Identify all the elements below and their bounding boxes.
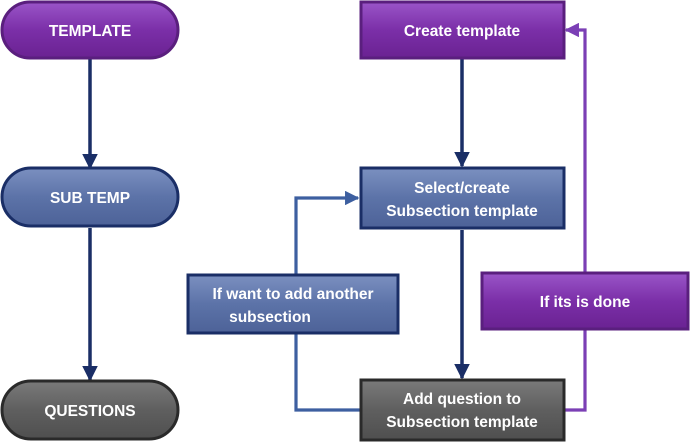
label-add-another-subsection: If want to add another subsection bbox=[186, 273, 400, 335]
node-select-create-line1: Select/create bbox=[414, 180, 510, 197]
arrow-loop-done bbox=[564, 22, 587, 412]
label-if-done: If its is done bbox=[480, 271, 690, 331]
label-add-another-line1: If want to add another bbox=[212, 286, 373, 303]
node-add-question: Add question to Subsection template bbox=[359, 378, 566, 442]
node-template-label: TEMPLATE bbox=[49, 23, 131, 40]
node-create-template-label: Create template bbox=[404, 23, 521, 40]
node-create-template: Create template bbox=[359, 0, 566, 60]
node-add-question-line2: Subsection template bbox=[386, 414, 538, 431]
node-select-create-subsection: Select/create Subsection template bbox=[359, 166, 566, 230]
node-template: TEMPLATE bbox=[0, 0, 180, 60]
label-if-done-text: If its is done bbox=[540, 294, 631, 311]
node-sub-temp: SUB TEMP bbox=[0, 166, 180, 228]
node-questions: QUESTIONS bbox=[0, 379, 180, 441]
node-select-create-line2: Subsection template bbox=[386, 203, 538, 220]
node-sub-temp-label: SUB TEMP bbox=[50, 190, 130, 207]
label-add-another-line2: subsection bbox=[229, 309, 311, 326]
node-add-question-line1: Add question to bbox=[403, 391, 521, 408]
node-questions-label: QUESTIONS bbox=[44, 403, 135, 420]
